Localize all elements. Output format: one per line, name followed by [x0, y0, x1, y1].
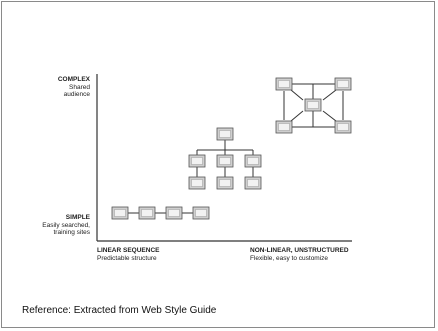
hierarchy-structure	[196, 140, 254, 177]
y-axis-top-label: COMPLEX Shared audience	[44, 76, 90, 99]
sequence-node	[192, 206, 210, 220]
y-axis-bottom-title: SIMPLE	[65, 214, 90, 221]
x-axis-right-line1: Flexible, easy to customize	[250, 254, 329, 262]
sequence-node	[165, 206, 183, 220]
y-axis-top-title: COMPLEX	[57, 76, 90, 83]
hierarchy-node	[244, 154, 262, 168]
x-axis-left-title: LINEAR SEQUENCE	[97, 247, 160, 254]
web-node	[334, 120, 352, 134]
hierarchy-node	[244, 176, 262, 190]
x-axis-right-title: NON-LINEAR, UNSTRUCTURED	[250, 247, 349, 254]
y-axis-bottom-label: SIMPLE Easily searched, training sites	[28, 214, 90, 237]
sequence-node	[138, 206, 156, 220]
x-axis-left-line1: Predictable structure	[97, 254, 157, 262]
hierarchy-root-node	[216, 127, 234, 141]
y-axis-bottom-line2: training sites	[53, 229, 91, 236]
hierarchy-node	[216, 154, 234, 168]
web-node	[275, 77, 293, 91]
y-axis-top-line2: audience	[63, 91, 90, 98]
hierarchy-node	[216, 176, 234, 190]
hierarchy-node	[188, 176, 206, 190]
y-axis-bottom-line1: Easily searched,	[42, 221, 90, 229]
web-center-node	[304, 98, 322, 112]
x-axis-left-label: LINEAR SEQUENCE Predictable structure	[97, 247, 159, 262]
web-node	[275, 120, 293, 134]
x-axis-right-label: NON-LINEAR, UNSTRUCTURED Flexible, easy …	[250, 247, 349, 262]
figure-caption: Reference: Extracted from Web Style Guid…	[22, 305, 217, 316]
y-axis-top-line1: Shared	[69, 83, 90, 91]
sequence-node	[111, 206, 129, 220]
hierarchy-node	[188, 154, 206, 168]
web-node	[334, 77, 352, 91]
